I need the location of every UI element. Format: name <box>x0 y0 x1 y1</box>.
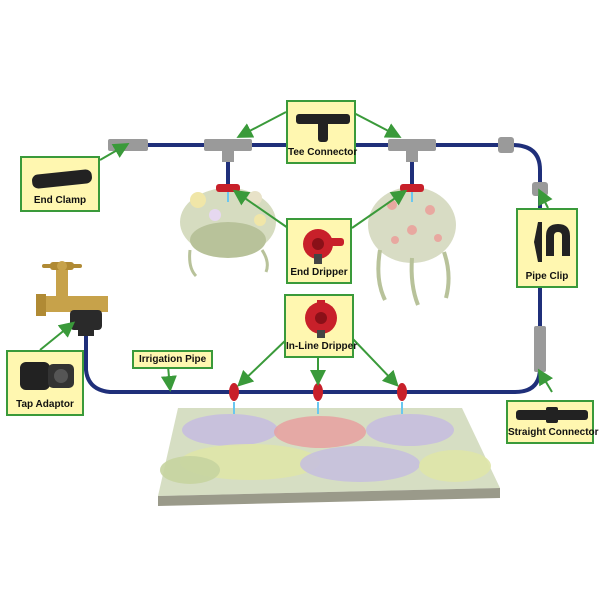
callout-arrows <box>39 111 554 393</box>
tee-connector-icon <box>296 114 350 142</box>
straight-connector-callout: Straight Connector <box>506 400 599 444</box>
hanging-basket-left <box>180 152 276 278</box>
end-dripper-label: End Dripper <box>290 267 348 278</box>
straight-connector-icon <box>516 407 588 423</box>
tap-adaptor-label: Tap Adaptor <box>16 399 74 410</box>
end-clamp-callout: End Clamp <box>20 156 100 212</box>
end-clamp-label: End Clamp <box>33 195 87 206</box>
tee-connector-right <box>388 139 436 151</box>
end-dripper-callout: End Dripper <box>286 218 352 284</box>
pipe-clip-top <box>498 137 514 153</box>
straight-connector-part <box>534 326 546 372</box>
tee-connector-left-stem <box>222 148 234 162</box>
in-line-dripper-1 <box>229 383 239 414</box>
tap-adaptor-part <box>70 310 102 336</box>
end-clamp-icon <box>32 169 92 189</box>
end-clamp-part <box>108 139 148 151</box>
pipe-clip-label: Pipe Clip <box>525 271 569 282</box>
tap-adaptor-callout: Tap Adaptor <box>6 350 84 416</box>
tee-connector-left <box>204 139 252 151</box>
pipe-clip-callout: Pipe Clip <box>516 208 578 288</box>
in-line-dripper-3 <box>397 383 407 414</box>
tee-connector-right-stem <box>406 148 418 162</box>
tap-adaptor-icon <box>20 362 74 390</box>
in-line-dripper-label: In-Line Dripper <box>286 341 358 352</box>
tee-connector-label: Tee Connector <box>288 147 358 158</box>
pipe-clip-icon <box>534 222 570 262</box>
in-line-dripper-icon <box>305 300 337 338</box>
irrigation-pipe-label: Irrigation Pipe <box>132 350 214 369</box>
in-line-dripper-2 <box>313 383 323 414</box>
in-line-dripper-callout: In-Line Dripper <box>284 294 358 358</box>
end-dripper-icon <box>303 229 344 264</box>
tee-connector-callout: Tee Connector <box>286 100 358 164</box>
flower-bed <box>158 408 500 506</box>
straight-connector-label: Straight Connector <box>508 427 599 438</box>
garden-tap-icon <box>36 261 108 322</box>
